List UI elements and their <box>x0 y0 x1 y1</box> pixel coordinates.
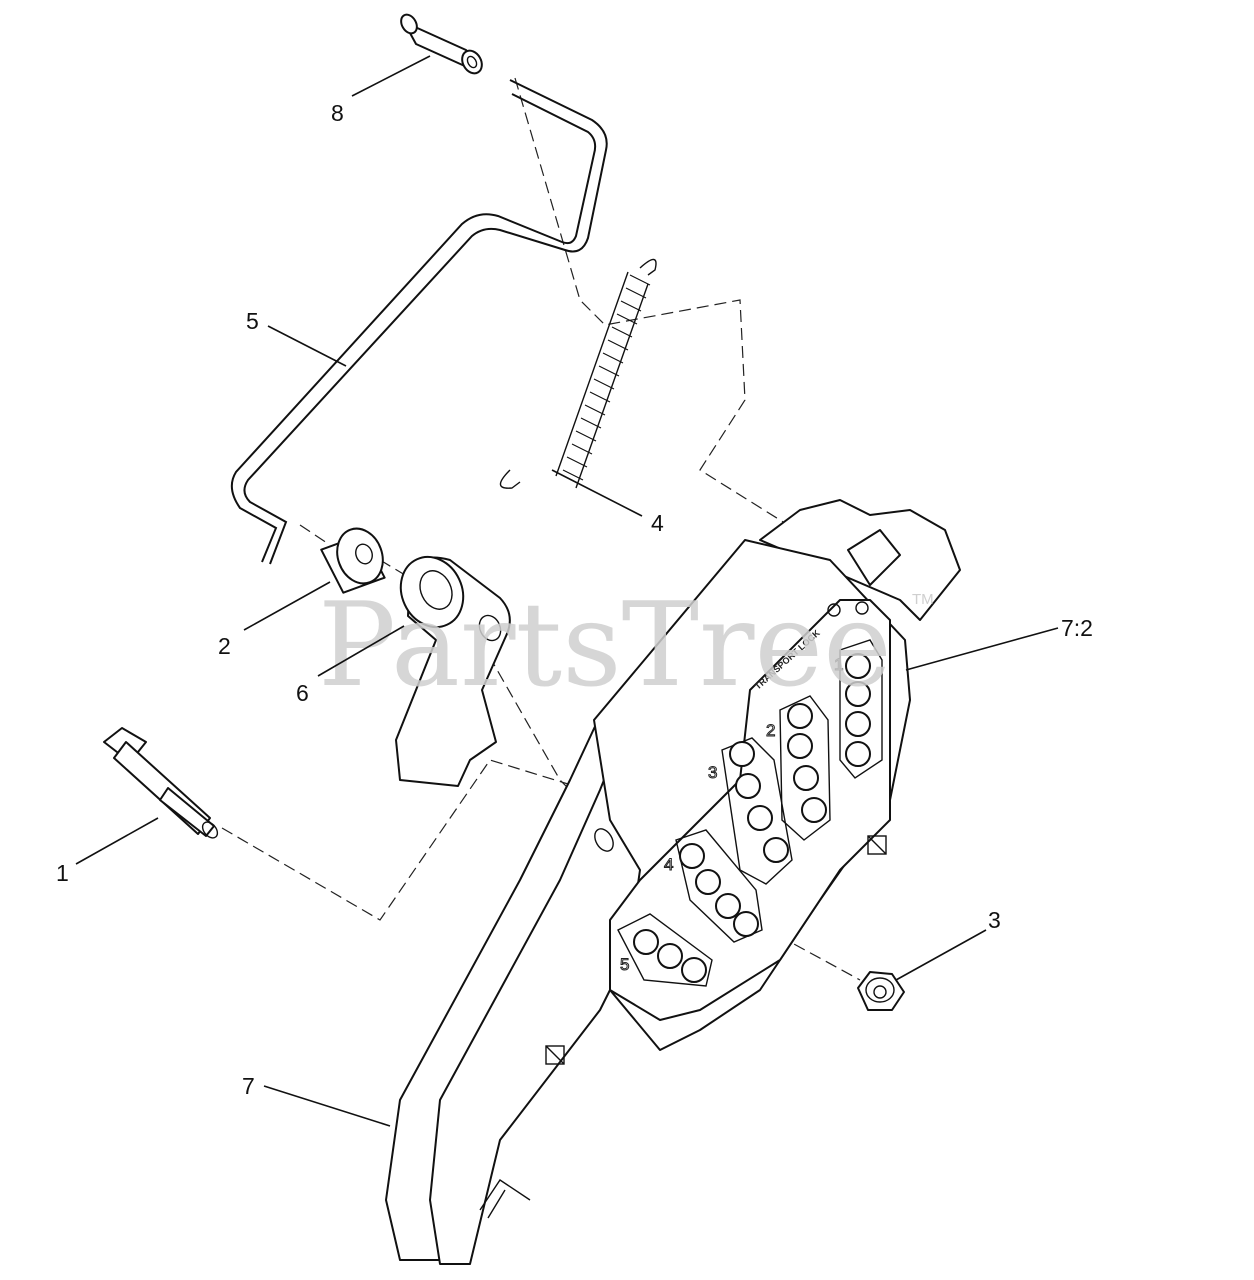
position-5-holes <box>617 913 713 987</box>
leader-lines <box>75 55 1059 1127</box>
callout-6[interactable]: 6 <box>296 680 309 706</box>
callouts: 8 5 4 2 6 7:2 1 3 7 <box>56 100 1093 1099</box>
position-3-holes <box>721 737 793 885</box>
plate-position-5: 5 <box>620 955 629 974</box>
watermark-tm: TM <box>912 591 934 608</box>
position-2-holes <box>779 695 831 841</box>
plate-position-3: 3 <box>708 763 717 782</box>
callout-4[interactable]: 4 <box>651 510 664 536</box>
part-6-lever[interactable] <box>390 547 511 787</box>
callout-1[interactable]: 1 <box>56 860 69 886</box>
watermark: PartsTree TM <box>318 578 934 713</box>
position-4-holes <box>675 829 763 943</box>
plate-position-2: 2 <box>766 721 775 740</box>
plate-position-1: 1 <box>834 655 843 674</box>
callout-5[interactable]: 5 <box>246 308 259 334</box>
part-1-bolt[interactable] <box>103 727 220 841</box>
callout-7-2[interactable]: 7:2 <box>1061 615 1093 641</box>
plate-position-4: 4 <box>664 855 673 874</box>
part-4-spring[interactable] <box>499 258 657 489</box>
callout-7[interactable]: 7 <box>242 1073 255 1099</box>
part-8-pin[interactable] <box>398 12 486 77</box>
callout-8[interactable]: 8 <box>331 100 344 126</box>
part-5-handle-rod[interactable] <box>230 79 608 565</box>
position-1-holes <box>839 639 883 779</box>
part-2-bushing[interactable] <box>320 522 390 595</box>
part-7-2-plate[interactable]: 1 2 3 4 5 TRANSPORT LOCK <box>593 499 961 1051</box>
callout-3[interactable]: 3 <box>988 907 1001 933</box>
watermark-text: PartsTree <box>318 578 892 713</box>
callout-2[interactable]: 2 <box>218 633 231 659</box>
part-3-flange-nut[interactable] <box>857 971 905 1011</box>
